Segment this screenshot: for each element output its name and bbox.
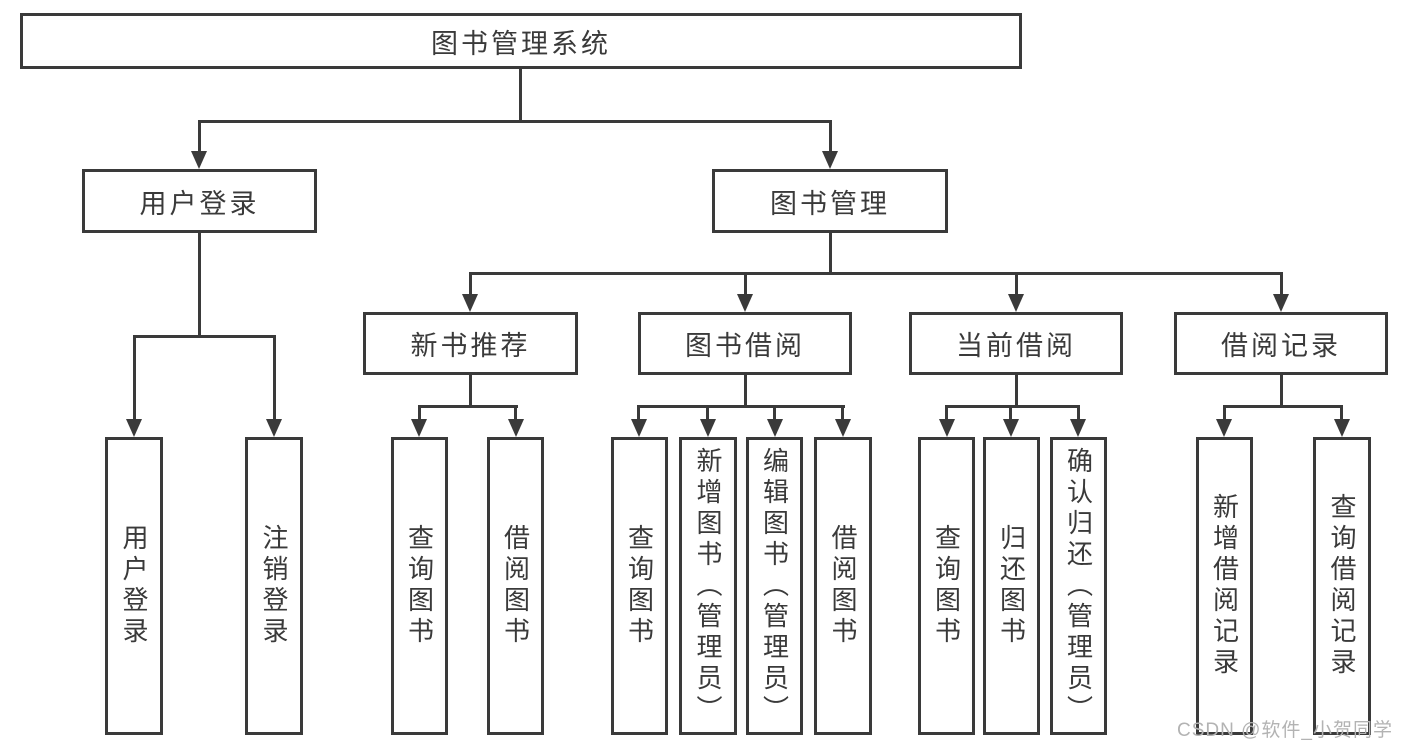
arrowhead-down-icon: [266, 419, 282, 437]
node-book-management-label: 图书管理: [770, 188, 890, 219]
arrowhead-down-icon: [411, 419, 427, 437]
connector-vline: [1009, 405, 1012, 421]
connector-vline: [418, 405, 421, 421]
connector-vline: [519, 69, 522, 122]
node-new-book-recommend-label: 新书推荐: [410, 331, 531, 361]
leaf-borrowing-query-books-label: 查询图书: [624, 524, 655, 648]
leaf-records-add-record-label: 新增借阅记录: [1209, 493, 1240, 679]
leaf-borrowing-edit-books: 编辑图书（管理员）: [746, 437, 803, 735]
connector-vline: [1280, 272, 1283, 296]
connector-hline: [469, 272, 1283, 275]
node-book-borrowing-label: 图书借阅: [685, 331, 805, 361]
leaf-current-query-books-label: 查询图书: [931, 524, 962, 648]
arrowhead-down-icon: [1003, 419, 1019, 437]
leaf-recommend-query-books: 查询图书: [391, 437, 448, 735]
leaf-current-query-books: 查询图书: [918, 437, 975, 735]
connector-vline: [1077, 405, 1080, 421]
leaf-borrowing-add-books-label: 新增图书（管理员）: [693, 446, 723, 726]
arrowhead-down-icon: [1070, 419, 1086, 437]
connector-vline: [744, 375, 747, 406]
connector-hline: [198, 120, 832, 123]
arrowhead-down-icon: [191, 151, 207, 169]
node-new-book-recommend: 新书推荐: [363, 312, 578, 375]
leaf-borrowing-query-books: 查询图书: [611, 437, 668, 735]
connector-vline: [469, 375, 472, 406]
node-borrow-records: 借阅记录: [1174, 312, 1388, 375]
leaf-recommend-borrow-books-label: 借阅图书: [500, 524, 531, 648]
arrowhead-down-icon: [1334, 419, 1350, 437]
connector-vline: [773, 405, 776, 421]
node-current-borrowing-label: 当前借阅: [956, 331, 1076, 361]
connector-vline: [829, 233, 832, 274]
csdn-watermark: CSDN @软件_小贺同学: [1177, 720, 1393, 741]
arrowhead-down-icon: [126, 419, 142, 437]
connector-vline: [841, 405, 844, 421]
arrowhead-down-icon: [508, 419, 524, 437]
node-user-login-label: 用户登录: [139, 188, 260, 219]
leaf-current-confirm-return-label: 确认归还（管理员）: [1063, 446, 1094, 726]
leaf-records-query-record: 查询借阅记录: [1313, 437, 1371, 735]
leaf-borrowing-borrow-books-label: 借阅图书: [828, 524, 858, 648]
connector-vline: [1015, 375, 1018, 406]
node-book-management: 图书管理: [712, 169, 948, 233]
arrowhead-down-icon: [767, 419, 783, 437]
leaf-logout-login-label: 注销登录: [259, 524, 289, 648]
arrowhead-down-icon: [737, 294, 753, 312]
arrowhead-down-icon: [1008, 294, 1024, 312]
node-root: 图书管理系统: [20, 13, 1022, 69]
node-book-borrowing: 图书借阅: [638, 312, 852, 375]
connector-vline: [945, 405, 948, 421]
leaf-logout-login: 注销登录: [245, 437, 303, 735]
leaf-borrowing-edit-books-label: 编辑图书（管理员）: [759, 446, 790, 726]
connector-vline: [273, 335, 276, 421]
arrowhead-down-icon: [700, 419, 716, 437]
connector-vline: [1340, 405, 1343, 421]
connector-hline: [637, 405, 845, 408]
arrowhead-down-icon: [1216, 419, 1232, 437]
connector-vline: [198, 233, 201, 337]
connector-hline: [133, 335, 276, 338]
connector-hline: [1223, 405, 1343, 408]
leaf-recommend-borrow-books: 借阅图书: [487, 437, 544, 735]
node-current-borrowing: 当前借阅: [909, 312, 1123, 375]
leaf-current-return-books-label: 归还图书: [996, 524, 1027, 648]
connector-hline: [418, 405, 518, 408]
leaf-borrowing-add-books: 新增图书（管理员）: [679, 437, 737, 735]
connector-vline: [1280, 375, 1283, 406]
leaf-current-return-books: 归还图书: [983, 437, 1040, 735]
node-user-login: 用户登录: [82, 169, 317, 233]
leaf-recommend-query-books-label: 查询图书: [404, 524, 435, 648]
connector-vline: [133, 335, 136, 421]
connector-vline: [198, 120, 201, 153]
connector-vline: [1015, 272, 1018, 296]
arrowhead-down-icon: [822, 151, 838, 169]
leaf-records-add-record: 新增借阅记录: [1196, 437, 1253, 735]
node-borrow-records-label: 借阅记录: [1221, 331, 1341, 361]
node-root-label: 图书管理系统: [431, 28, 611, 59]
leaf-records-query-record-label: 查询借阅记录: [1327, 493, 1357, 679]
connector-vline: [706, 405, 709, 421]
connector-vline: [1223, 405, 1226, 421]
connector-vline: [469, 272, 472, 296]
arrowhead-down-icon: [462, 294, 478, 312]
leaf-user-login: 用户登录: [105, 437, 163, 735]
connector-vline: [637, 405, 640, 421]
leaf-user-login-label: 用户登录: [119, 524, 149, 648]
connector-vline: [744, 272, 747, 296]
connector-vline: [829, 120, 832, 153]
arrowhead-down-icon: [939, 419, 955, 437]
arrowhead-down-icon: [835, 419, 851, 437]
leaf-borrowing-borrow-books: 借阅图书: [814, 437, 872, 735]
arrowhead-down-icon: [631, 419, 647, 437]
connector-vline: [514, 405, 517, 421]
connector-hline: [945, 405, 1080, 408]
leaf-current-confirm-return: 确认归还（管理员）: [1050, 437, 1107, 735]
arrowhead-down-icon: [1273, 294, 1289, 312]
